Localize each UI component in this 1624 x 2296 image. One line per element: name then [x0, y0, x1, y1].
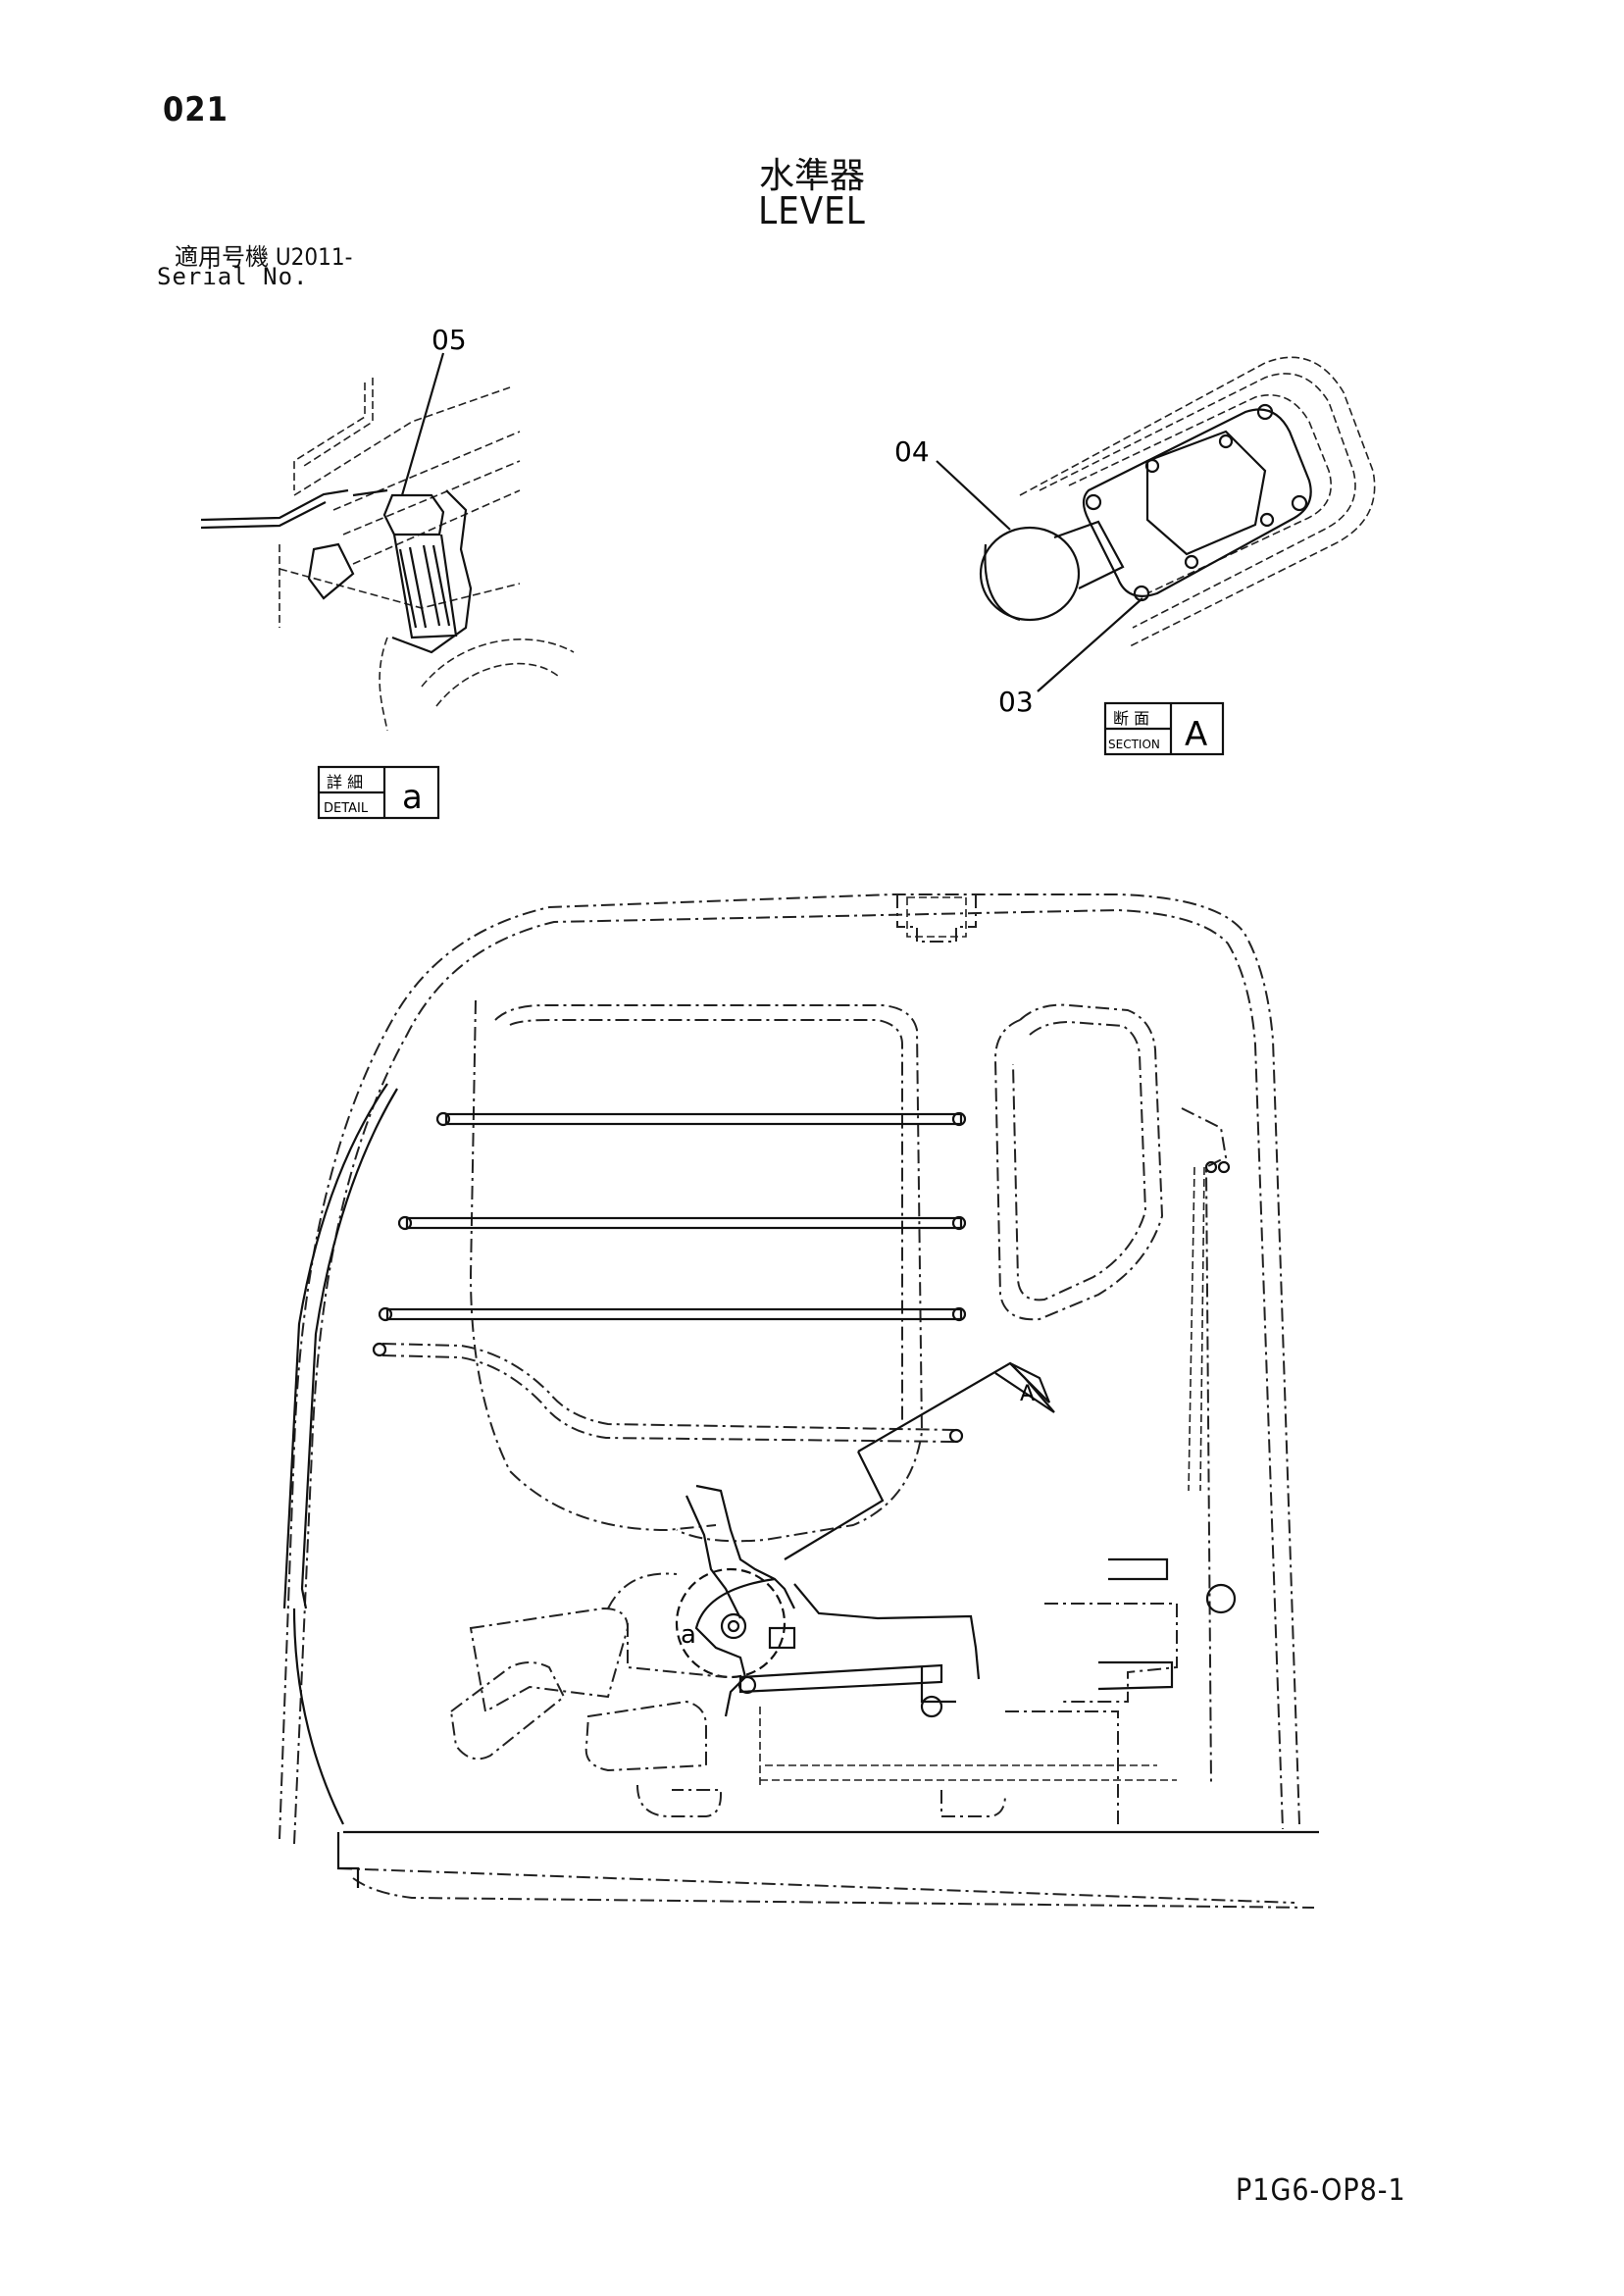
section-label-box: 断 面 SECTION A	[1103, 701, 1225, 756]
rail-bars	[372, 1111, 967, 1444]
callout-05: 05	[431, 324, 467, 356]
svg-text:詳 細: 詳 細	[327, 773, 363, 791]
callout-04: 04	[894, 435, 930, 468]
title-japanese: 水準器	[758, 156, 865, 196]
drawing-code: P1G6-OP8-1	[1236, 2173, 1406, 2208]
svg-text:断 面: 断 面	[1113, 709, 1149, 728]
detail-a-view: 05	[200, 324, 575, 732]
svg-text:a: a	[402, 778, 423, 817]
detail-label-box: 詳 細 DETAIL a	[317, 765, 440, 820]
cab-door-view: a A	[279, 893, 1319, 1909]
callout-03: 03	[998, 686, 1034, 718]
serial-label-english: Serial No.	[157, 263, 309, 290]
page-number: 021	[163, 90, 228, 129]
title-english: LEVEL	[758, 189, 866, 232]
serial-label-japanese: 適用号機 U2011-	[175, 243, 353, 271]
callout-detail-a: a	[681, 1620, 696, 1650]
callout-section-a: A	[1020, 1382, 1035, 1406]
svg-text:A: A	[1185, 715, 1207, 754]
svg-text:SECTION: SECTION	[1108, 738, 1160, 751]
section-a-view: 04 03	[894, 356, 1376, 718]
svg-text:DETAIL: DETAIL	[324, 801, 369, 816]
